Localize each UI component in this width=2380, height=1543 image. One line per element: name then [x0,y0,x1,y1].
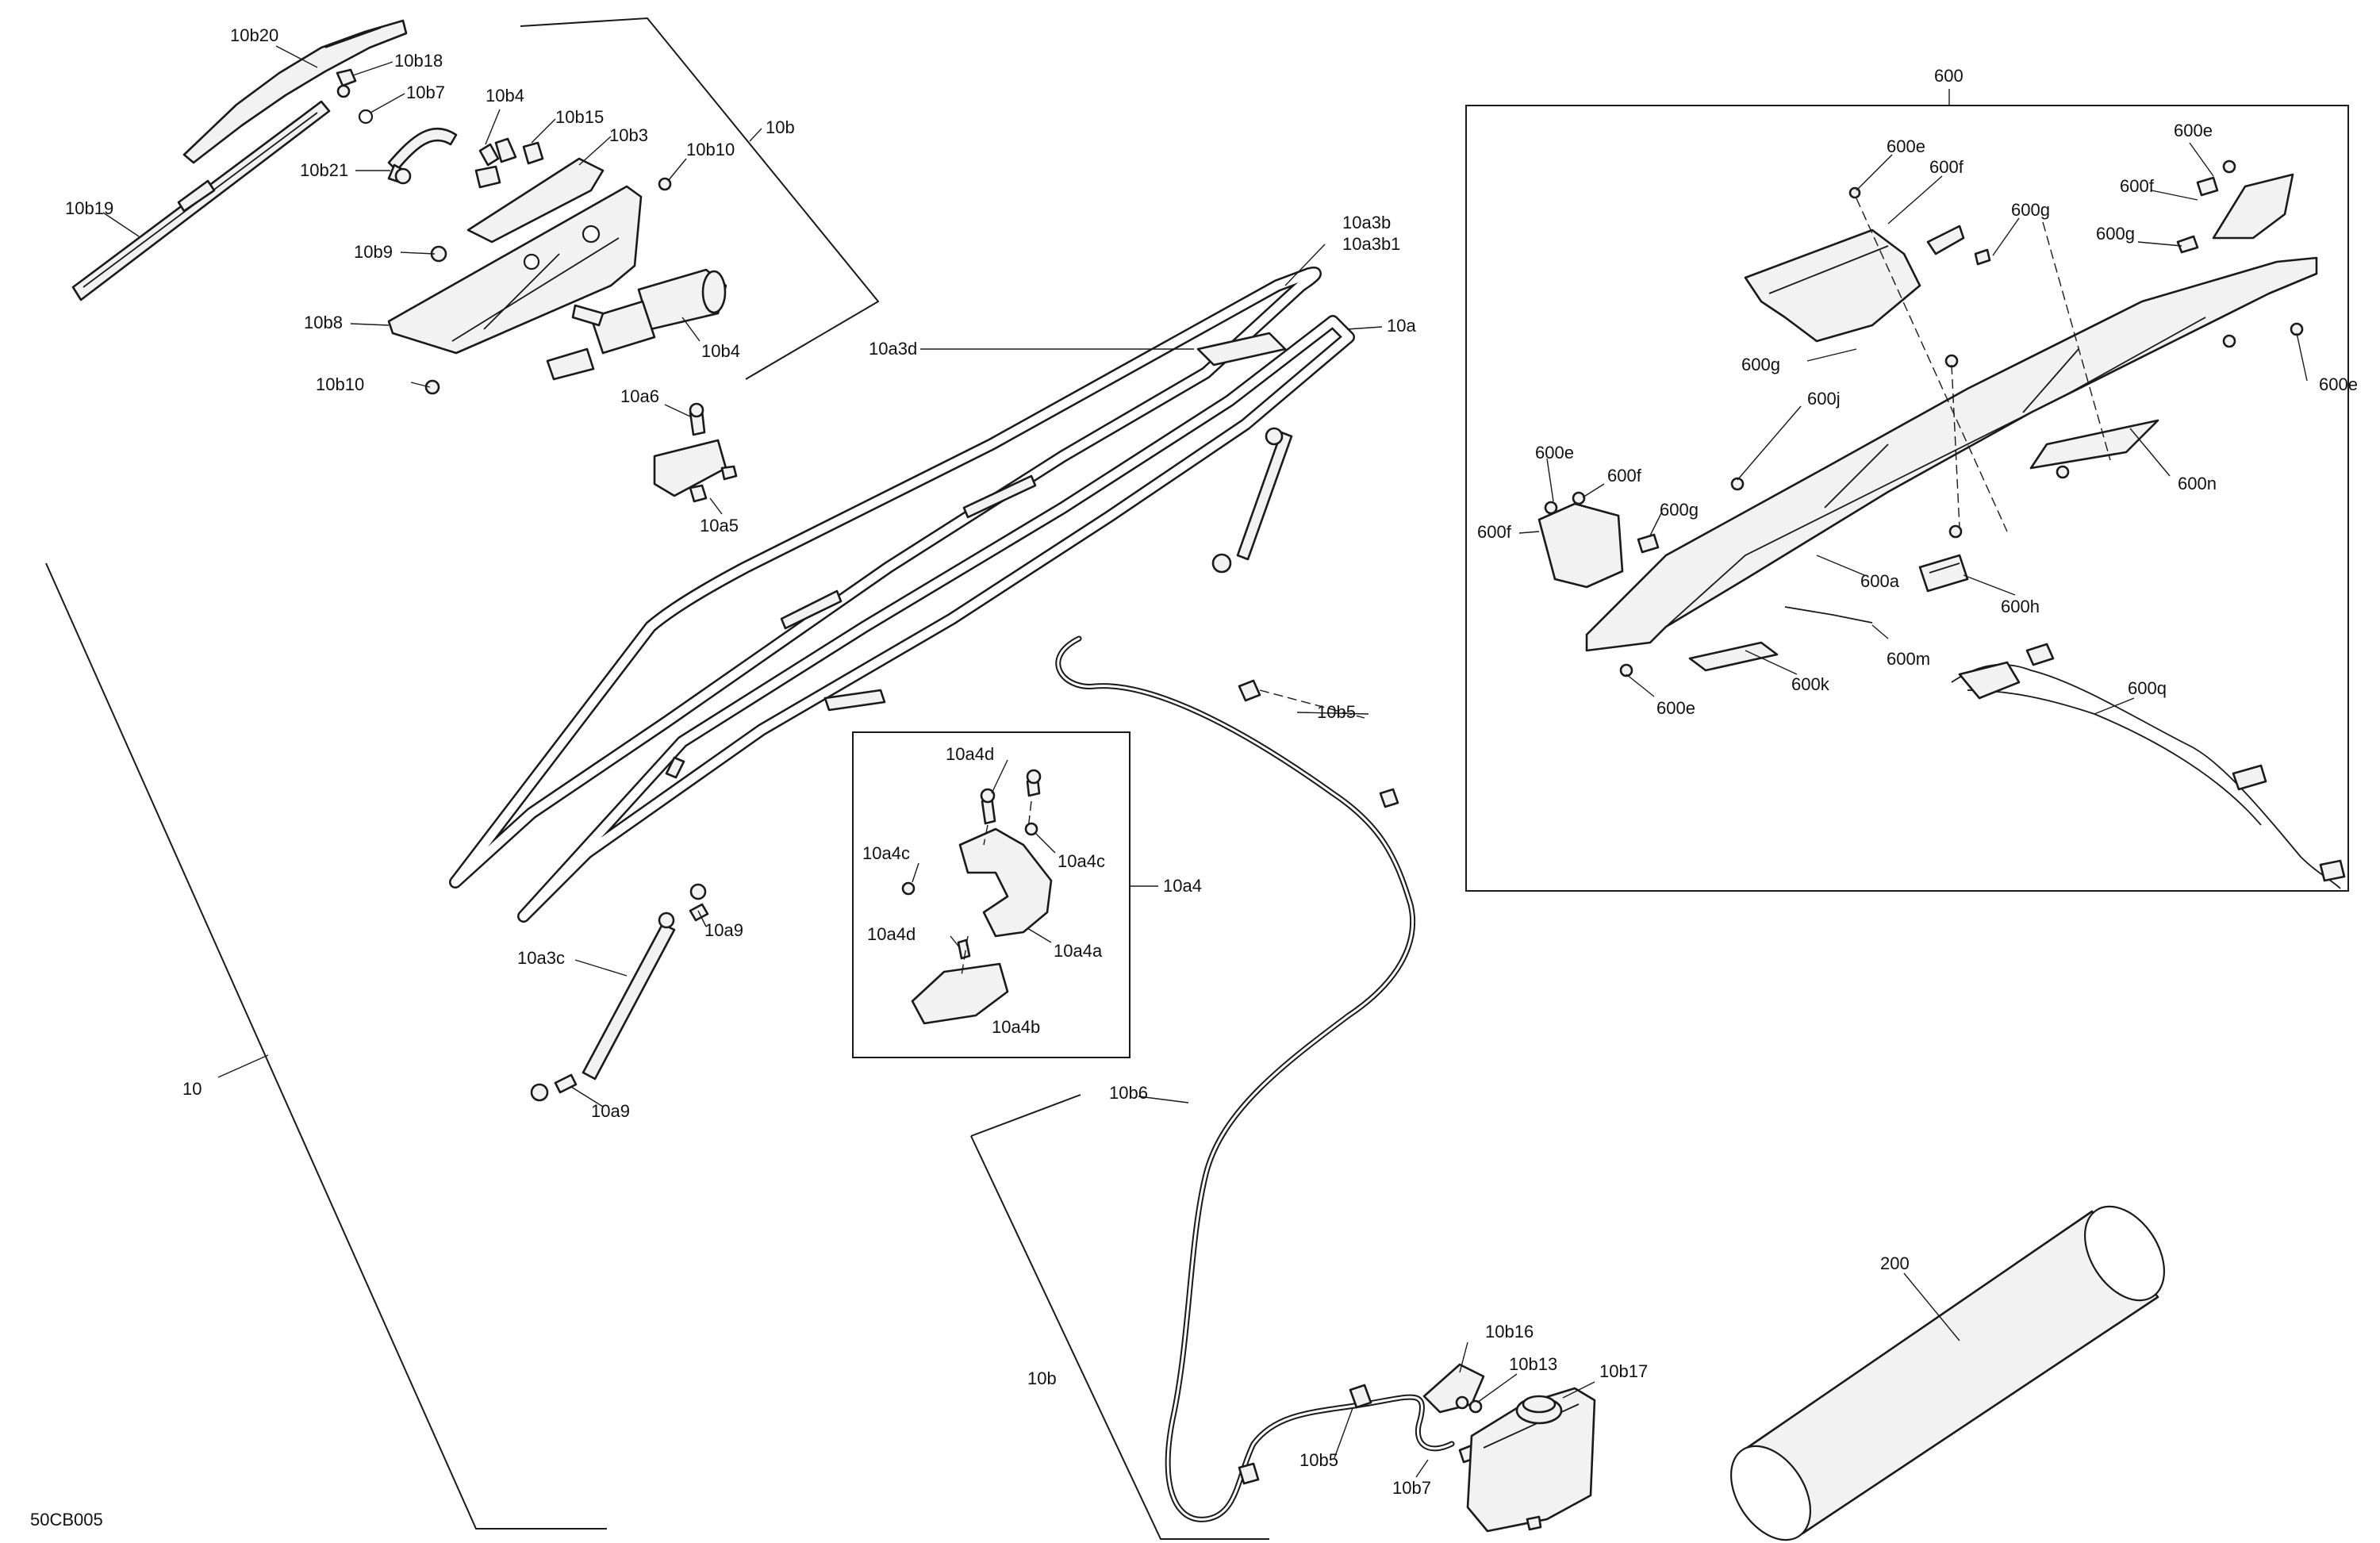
callout-10a4: 10a4 [1163,876,1202,896]
washer-hose-part [1055,635,1477,1522]
callout-10b18: 10b18 [394,51,443,71]
callout-10b20: 10b20 [230,25,278,45]
switch-600h [1918,554,1969,593]
assembly-10-bracket [45,562,607,1530]
bracket-600-right [2176,159,2294,254]
callout-10a9-bottom: 10a9 [591,1101,630,1121]
callout-600f-3: 600f [1607,466,1642,486]
callout-10b13: 10b13 [1509,1354,1557,1374]
callout-10b10-bottom: 10b10 [316,374,364,394]
callout-10b16: 10b16 [1485,1322,1534,1341]
callout-10b-bottom: 10b [1027,1368,1057,1388]
callout-600g-1: 600g [2011,200,2050,220]
small-fasteners-top [336,68,672,263]
callout-600e-3: 600e [2319,374,2358,394]
wiper-arm-part [182,19,408,164]
fasteners-600 [1619,186,2304,677]
callout-10b15: 10b15 [555,107,604,127]
trim-600m [1784,606,1873,624]
callout-600g-4: 600g [1660,500,1699,520]
callout-600f-1: 600f [1929,157,1964,177]
callout-10a3c: 10a3c [517,948,565,968]
wiper-motor-part [424,268,727,395]
diagram-code: 50CB005 [30,1510,103,1530]
callout-10b7-top: 10b7 [406,83,445,102]
callout-10b4-top: 10b4 [486,86,524,106]
assembly-10b-top-bracket [520,17,880,380]
lock-mechanism-part [901,769,1053,1025]
roof-console-part [1585,256,2318,672]
callout-10a4c-left: 10a4c [862,843,910,863]
callout-600h: 600h [2001,597,2040,616]
callout-600k: 600k [1791,674,1830,694]
cover-tube-part [1729,1205,2166,1541]
callout-600a: 600a [1860,571,1900,591]
callout-10b10-top: 10b10 [686,140,735,159]
callout-10a6: 10a6 [620,386,659,406]
callout-600e-5: 600e [1656,698,1695,718]
assembly-10b-bottom-bracket [970,1094,1269,1540]
harness-600q [1951,643,2346,889]
callout-600: 600 [1934,66,1964,86]
assembly-600-box [1465,89,2349,892]
callout-10a4b: 10a4b [992,1017,1040,1037]
callout-10a4a: 10a4a [1054,941,1103,961]
leader-lines [102,45,2308,1478]
gas-strut-lower-part [530,883,709,1102]
callout-labels: 10b20 10b18 10b7 10b4 10b15 10b 10b3 10b… [30,25,2358,1530]
gas-strut-upper-part [1211,427,1293,574]
callout-10b9: 10b9 [354,242,393,262]
callout-10b7-bottom: 10b7 [1392,1478,1431,1498]
callout-10b4-motor: 10b4 [701,341,740,361]
callout-10b5-top: 10b5 [1317,702,1356,722]
callout-10a4d-bottom: 10a4d [867,924,916,944]
callout-10b6: 10b6 [1109,1083,1148,1103]
callout-10b17: 10b17 [1599,1361,1648,1381]
callout-10b: 10b [766,117,795,137]
windshield-frame-part [449,267,1355,923]
callout-10b21: 10b21 [300,160,348,180]
callout-600f-2: 600f [2120,176,2155,196]
callout-10: 10 [182,1079,202,1099]
callout-600m: 600m [1887,649,1930,669]
bracket-600-left [1744,225,1991,343]
assembly-10a4-box [852,731,1158,1058]
callout-10a3d: 10a3d [869,339,917,359]
callout-10a9-top: 10a9 [704,920,743,940]
callout-10b5-bottom: 10b5 [1299,1450,1338,1470]
callout-200: 200 [1880,1253,1910,1273]
callout-600g-2: 600g [2096,224,2135,244]
callout-600g-3: 600g [1741,355,1780,374]
callout-600n: 600n [2178,474,2217,493]
callout-10a: 10a [1387,316,1416,336]
callout-10b3: 10b3 [609,125,648,145]
wiper-blade-part [71,100,331,301]
bracket-600-lower [1537,491,1660,589]
callout-10a5: 10a5 [700,516,739,535]
callout-10a3b1: 10a3b1 [1342,234,1400,254]
callout-600e-1: 600e [1887,136,1925,156]
callout-10a3b: 10a3b [1342,213,1391,232]
callout-10a4d-top: 10a4d [946,744,994,764]
callout-10b19: 10b19 [65,198,113,218]
callout-600f-4: 600f [1477,522,1512,542]
callout-10b8: 10b8 [304,313,343,332]
callout-600j: 600j [1807,389,1841,409]
washer-reservoir-part [1422,1363,1596,1533]
latch-part [653,402,738,503]
callout-600e-2: 600e [2174,121,2213,140]
callout-600e-4: 600e [1535,443,1574,463]
callout-600q: 600q [2128,678,2167,698]
callout-10a4c-right: 10a4c [1058,851,1105,871]
wiper-cover-part [387,157,643,355]
